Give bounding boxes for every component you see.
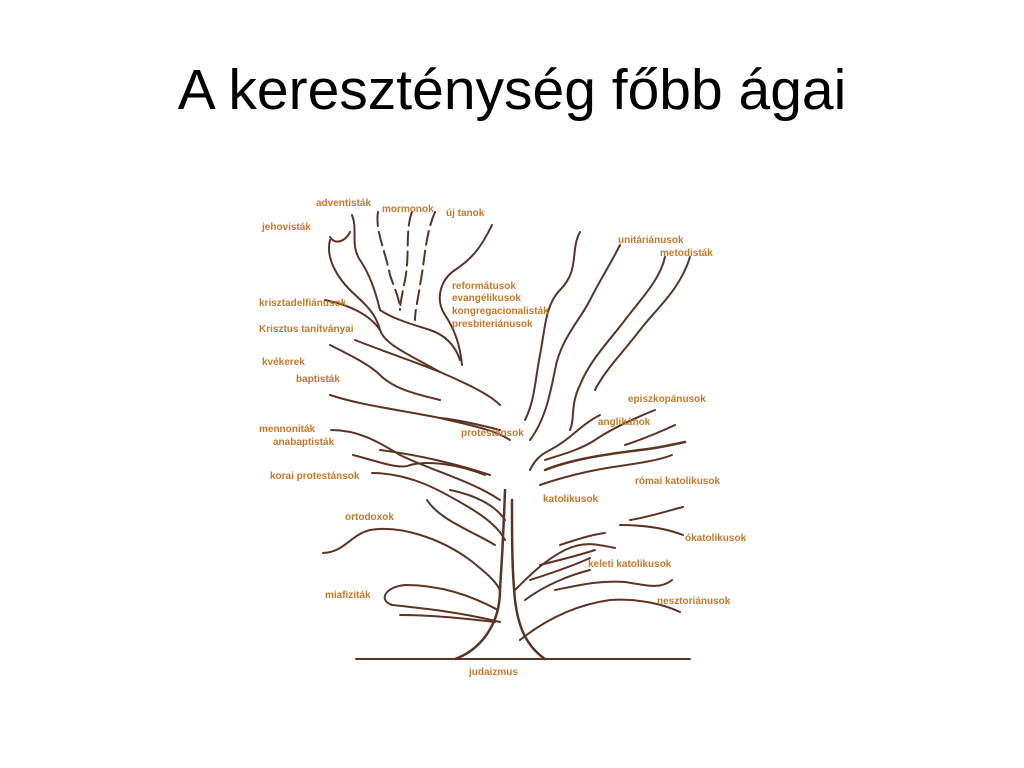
label-episzkopanusok: episzkopánusok bbox=[628, 394, 706, 405]
branch-nesztorianusok-3 bbox=[559, 532, 606, 546]
branch-adventistak bbox=[351, 214, 381, 311]
branch-miafizitak-2 bbox=[399, 614, 496, 623]
branch-unitarianusok-1 bbox=[524, 231, 581, 421]
branch-romai-katolikusok-3 bbox=[624, 424, 676, 446]
branch-korai-protestansok-2 bbox=[449, 489, 506, 521]
branch-romai-katolikusok bbox=[543, 440, 687, 472]
branch-episzkopanusok bbox=[529, 414, 601, 471]
branch-mormonok-2 bbox=[399, 211, 413, 311]
label-presbiterianusok: presbiteriánusok bbox=[452, 319, 533, 330]
branch-baptistak bbox=[329, 394, 501, 431]
branch-nesztorianusok bbox=[519, 598, 681, 641]
label-romai-katolikusok: római katolikusok bbox=[635, 476, 720, 487]
branch-protestansok bbox=[439, 417, 511, 441]
branch-ortodoxok bbox=[322, 528, 501, 591]
label-evangelikusok: evangélikusok bbox=[452, 293, 521, 304]
branch-okatolikusok bbox=[629, 506, 684, 521]
label-miafizitak: miafiziták bbox=[325, 590, 371, 601]
branch-mormonok bbox=[376, 211, 401, 311]
branch-korai-protestansok bbox=[371, 472, 506, 541]
branch-central-left bbox=[379, 309, 461, 361]
branch-anabaptistak bbox=[352, 454, 486, 476]
label-protestansok: protestánsok bbox=[461, 428, 524, 439]
branch-keleti-katolikusok bbox=[514, 543, 616, 591]
branch-miafizitak bbox=[383, 584, 501, 623]
trunk-right bbox=[510, 498, 547, 661]
label-reformatusok: reformátusok bbox=[452, 281, 516, 292]
label-anglikanok: anglikánok bbox=[598, 417, 651, 428]
branch-keleti-katolikusok-3 bbox=[539, 549, 596, 566]
branch-ortodoxok-2 bbox=[426, 499, 496, 546]
branch-romai-katolikusok-2 bbox=[539, 454, 673, 486]
branch-uj-tanok-2 bbox=[438, 224, 493, 366]
branch-metodistak bbox=[569, 256, 666, 431]
branch-keleti-katolikusok-4 bbox=[529, 557, 591, 581]
label-korai-protestansok: korai protestánsok bbox=[270, 471, 360, 482]
label-anabaptistak: anabaptisták bbox=[273, 437, 335, 448]
label-okatolikusok: ókatolikusok bbox=[685, 533, 747, 544]
branch-jehovistak bbox=[329, 231, 351, 243]
branch-nesztorianusok-2 bbox=[554, 579, 673, 591]
label-ortodoxok: ortodoxok bbox=[345, 512, 394, 523]
branch-unitarianusok-2 bbox=[529, 244, 621, 441]
label-uj-tanok: új tanok bbox=[446, 208, 485, 219]
label-nesztorianusok: nesztoriánusok bbox=[657, 596, 731, 607]
label-mormonok: mormonok bbox=[382, 204, 434, 215]
label-adventistak: adventisták bbox=[316, 198, 371, 209]
branch-anglikanok bbox=[544, 409, 656, 461]
branch-uj-tanok bbox=[414, 211, 436, 321]
branch-kvekerek bbox=[329, 344, 441, 401]
label-kvekerek: kvékerek bbox=[262, 357, 305, 368]
label-kongregacionalistak: kongregacionalisták bbox=[452, 306, 549, 317]
branch-mennonitak bbox=[330, 429, 501, 501]
branch-keleti-katolikusok-2 bbox=[524, 569, 591, 601]
label-jehovistak: jehovisták bbox=[261, 222, 311, 233]
branch-krisztadelfianusok bbox=[324, 299, 381, 331]
branch-metodistak-2 bbox=[594, 256, 691, 391]
label-metodistak: metodisták bbox=[660, 248, 713, 259]
label-krisztus-tanitvanyai: Krisztus tanítványai bbox=[259, 324, 354, 335]
label-krisztadelfianusok: krisztadelfiánusok bbox=[259, 298, 347, 309]
label-mennonitak: mennoniták bbox=[259, 424, 316, 435]
slide-title: A kereszténység főbb ágai bbox=[177, 58, 847, 122]
branch-upper-left bbox=[328, 239, 441, 373]
branch-okatolikusok-2 bbox=[619, 524, 684, 536]
label-judaizmus: judaizmus bbox=[468, 667, 518, 678]
label-baptistak: baptisták bbox=[296, 374, 340, 385]
label-unitarianusok: unitáriánusok bbox=[618, 235, 684, 246]
label-keleti-katolikusok: keleti katolikusok bbox=[588, 559, 672, 570]
branch-anabaptistak-2 bbox=[379, 449, 491, 476]
label-katolikusok: katolikusok bbox=[543, 494, 598, 505]
